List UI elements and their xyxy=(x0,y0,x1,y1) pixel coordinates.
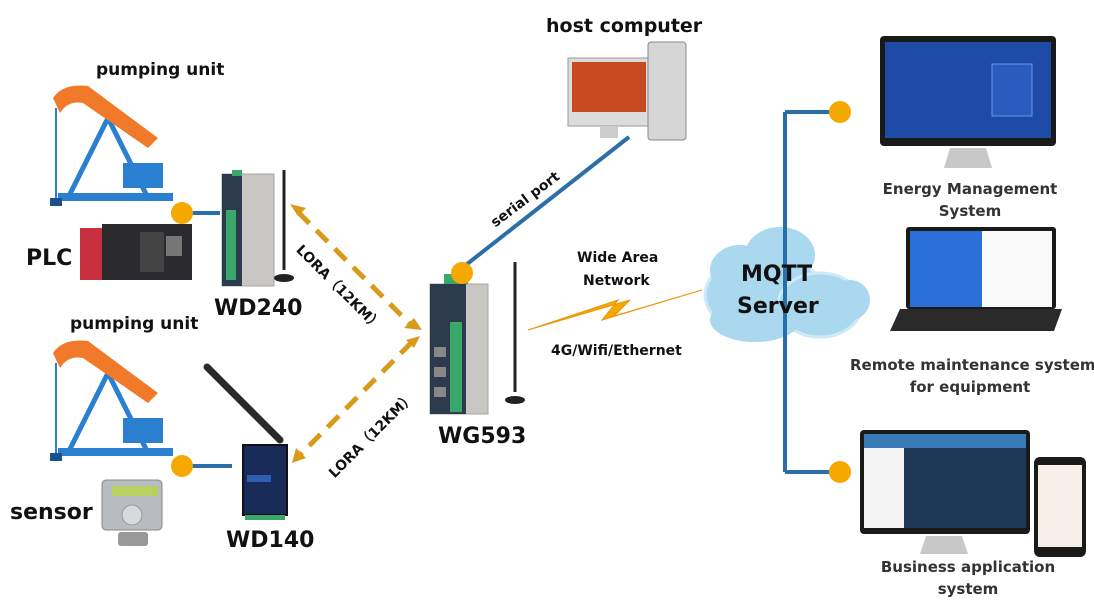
desktop-computer-icon xyxy=(567,41,687,141)
pumping-unit-2-label: pumping unit xyxy=(70,314,199,334)
link-lora-top xyxy=(290,204,422,330)
wireless-node-icon xyxy=(203,363,288,520)
plc-icon xyxy=(80,224,192,280)
mqtt-label-line2: Server xyxy=(737,294,819,319)
sensor-label: sensor xyxy=(10,500,93,525)
node-dot-energy xyxy=(829,101,851,123)
wan-title-line1: Wide Area xyxy=(577,250,659,266)
din-rail-node-icon xyxy=(221,170,294,287)
link-lora-bottom xyxy=(292,336,420,463)
monitor-icon xyxy=(880,36,1056,168)
system-business-line2: system xyxy=(937,580,999,598)
cloud-icon xyxy=(703,227,870,342)
wan-title-line2: Network xyxy=(583,273,650,289)
arrow-head-icon xyxy=(404,318,422,330)
pumping-unit-1-label: pumping unit xyxy=(96,60,225,80)
arrow-head-icon xyxy=(406,336,420,348)
plc-label: PLC xyxy=(26,246,73,271)
wd240-label: WD240 xyxy=(214,296,303,321)
mqtt-label-line1: MQTT xyxy=(741,262,813,287)
pump-jack-icon xyxy=(50,85,173,206)
system-remote-line1: Remote maintenance system xyxy=(850,356,1094,374)
gateway-icon xyxy=(429,262,525,415)
system-remote-line2: for equipment xyxy=(909,378,1031,396)
system-energy-label: Energy Management System xyxy=(850,178,1090,222)
system-energy-line1: Energy Management xyxy=(882,180,1058,198)
system-business-label: Business application system xyxy=(848,556,1088,600)
host-computer-label: host computer xyxy=(546,15,703,37)
wan-lightning-icon xyxy=(527,289,703,331)
wg593-label: WG593 xyxy=(438,424,527,449)
link-serial-port xyxy=(460,135,631,270)
laptop-icon xyxy=(890,227,1062,331)
node-dot-wd140 xyxy=(171,455,193,477)
system-business-line1: Business application xyxy=(880,558,1056,576)
node-dot-wg593 xyxy=(451,262,473,284)
system-remote-label: Remote maintenance system for equipment xyxy=(850,354,1094,398)
arrow-head-icon xyxy=(292,448,306,463)
wd140-label: WD140 xyxy=(226,528,315,553)
monitor-phone-icon xyxy=(860,430,1086,557)
pump-jack-icon xyxy=(50,340,173,461)
node-dot-business xyxy=(829,461,851,483)
sensor-icon xyxy=(101,479,163,546)
node-dot-wd240 xyxy=(171,202,193,224)
wan-sub-label: 4G/Wifi/Ethernet xyxy=(551,343,682,359)
system-energy-line2: System xyxy=(938,202,1002,220)
arrow-head-icon xyxy=(290,204,306,216)
